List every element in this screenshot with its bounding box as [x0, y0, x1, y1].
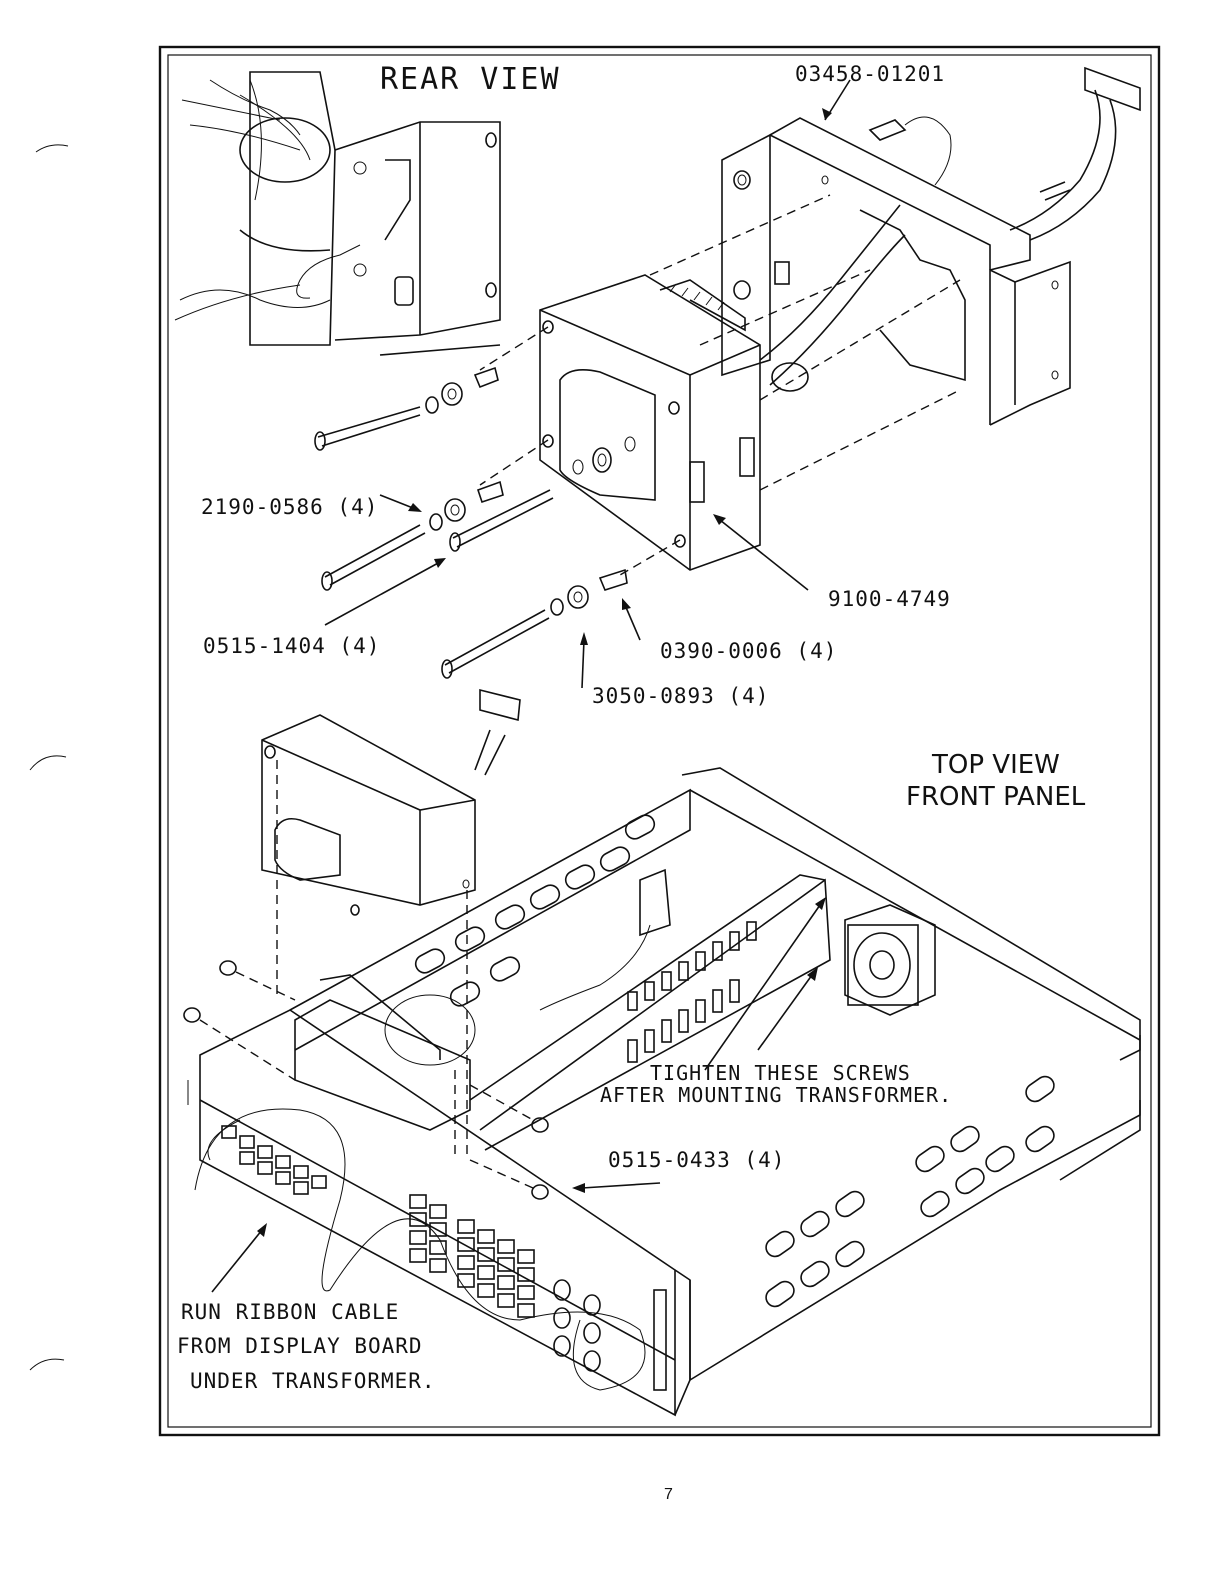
ribbon-note-line1: RUN RIBBON CABLE [181, 1300, 399, 1324]
rear-view-inset [175, 72, 500, 355]
part-number-03458-01201: 03458-01201 [795, 62, 945, 86]
part-number-0515-1404: 0515-1404 (4) [203, 634, 380, 658]
frame-border [160, 47, 1159, 1435]
part-number-0515-0433: 0515-0433 (4) [608, 1148, 785, 1172]
binder-mark-bottom [30, 1359, 64, 1370]
ribbon-note-line3: UNDER TRANSFORMER. [190, 1369, 436, 1393]
ribbon-note-line2: FROM DISPLAY BOARD [177, 1334, 423, 1358]
front-panel-title: FRONT PANEL [906, 782, 1085, 812]
part-number-2190-0586: 2190-0586 (4) [201, 495, 378, 519]
top-view-title: TOP VIEW [932, 750, 1060, 780]
transformer-lower [262, 690, 520, 1160]
tighten-note-line2: AFTER MOUNTING TRANSFORMER. [600, 1083, 952, 1107]
tighten-note-line1: TIGHTEN THESE SCREWS [650, 1061, 911, 1085]
rear-view-title: REAR VIEW [380, 62, 561, 97]
page-number: 7 [664, 1486, 673, 1504]
binder-mark-top [36, 145, 68, 152]
part-number-9100-4749: 9100-4749 [828, 587, 951, 611]
binder-mark-mid [30, 756, 66, 770]
part-number-3050-0893: 3050-0893 (4) [592, 684, 769, 708]
hardware-stack [315, 368, 627, 678]
part-number-0390-0006: 0390-0006 (4) [660, 639, 837, 663]
